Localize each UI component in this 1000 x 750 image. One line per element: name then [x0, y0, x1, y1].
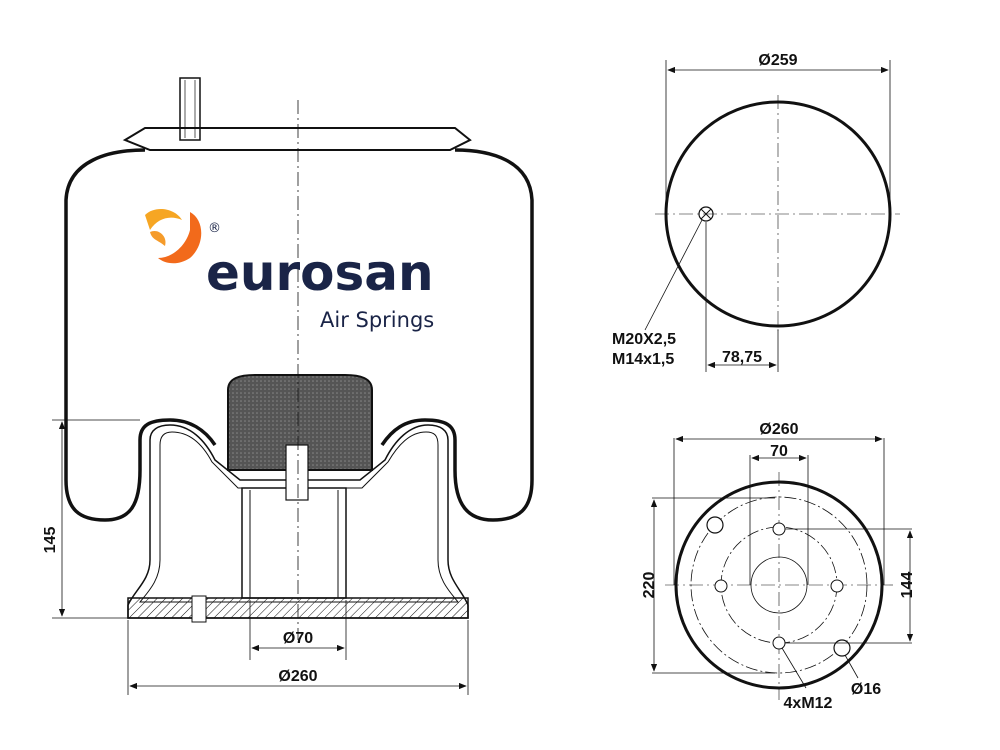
bolt-spacing-dimension: 144 [899, 572, 916, 599]
outer-diameter-dimension: Ø260 [278, 668, 317, 685]
bottom-diameter-dimension: Ø260 [759, 421, 798, 438]
eurosan-logo-icon [145, 208, 202, 264]
bolt-thread-label: 4xM12 [784, 695, 833, 712]
side-view [52, 77, 534, 695]
thread-label-1: M20X2,5 [612, 331, 676, 348]
brand-tagline: Air Springs [320, 308, 434, 332]
top-diameter-dimension: Ø259 [758, 52, 797, 69]
registered-mark: ® [208, 221, 221, 236]
offset-dimension: 78,75 [722, 349, 762, 366]
top-view [644, 60, 900, 372]
bottom-view [650, 435, 914, 700]
hole-spacing-dimension: 220 [641, 572, 658, 599]
brand-name: eurosan [206, 244, 434, 302]
center-width-dimension: 70 [770, 443, 788, 460]
height-dimension: 145 [42, 527, 59, 554]
thread-label-2: M14x1,5 [612, 351, 674, 368]
inner-diameter-dimension: Ø70 [283, 630, 313, 647]
hole-diameter-label: Ø16 [851, 681, 881, 698]
